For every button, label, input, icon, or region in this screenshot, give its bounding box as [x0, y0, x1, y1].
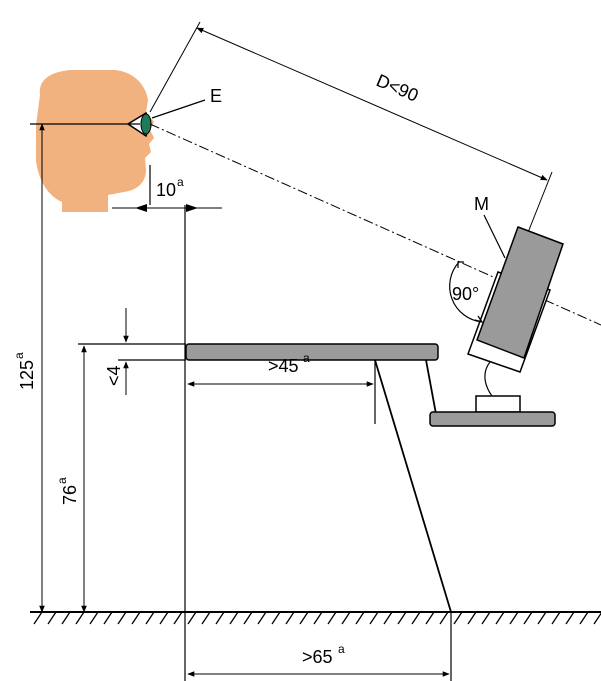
- floor-hatch-mark: [159, 611, 169, 625]
- knee-depth-dimension: >45 a: [187, 351, 376, 424]
- floor-hatch-mark: [369, 611, 379, 625]
- floor-hatch-mark: [313, 611, 323, 625]
- monitor-leader-line: [483, 214, 506, 259]
- desk: [185, 343, 556, 613]
- knee-depth-label: >45: [268, 356, 299, 376]
- head-silhouette: [36, 70, 154, 212]
- monitor-label: M: [474, 194, 489, 214]
- floor-hatch-mark: [481, 611, 491, 625]
- floor-hatch-mark: [509, 611, 519, 625]
- floor-hatch-mark: [187, 611, 197, 625]
- floor-hatch-mark: [537, 611, 547, 625]
- angle-label: 90°: [452, 284, 479, 304]
- floor: [30, 611, 601, 625]
- floor-hatch-mark: [467, 611, 477, 625]
- floor-hatch-mark: [439, 611, 449, 625]
- right-angle-marker: 90°: [449, 261, 484, 324]
- distance-label: D<90: [373, 70, 421, 105]
- floor-hatch-mark: [257, 611, 267, 625]
- floor-hatch-mark: [495, 611, 505, 625]
- knee-depth-superscript: a: [303, 351, 310, 365]
- floor-hatch-mark: [565, 611, 575, 625]
- foot-depth-dimension: >65 a: [187, 612, 452, 681]
- eye-height-dimension: 125 a: [12, 123, 45, 613]
- floor-hatch-mark: [173, 611, 183, 625]
- head-offset-dimension: 10 a: [112, 165, 222, 212]
- floor-hatch-mark: [453, 611, 463, 625]
- monitor-icon: [467, 226, 564, 413]
- desk-thickness-label: <4: [104, 365, 124, 386]
- floor-hatch-mark: [285, 611, 295, 625]
- floor-hatch-mark: [271, 611, 281, 625]
- desk-height-superscript: a: [55, 477, 69, 484]
- foot-depth-superscript: a: [338, 642, 345, 656]
- floor-hatch-mark: [47, 611, 57, 625]
- foot-depth-label: >65: [302, 647, 333, 667]
- desk-height-dimension: 76 a: [55, 343, 186, 613]
- desk-top: [185, 343, 439, 361]
- monitor-shelf: [429, 411, 556, 427]
- floor-hatch-mark: [383, 611, 393, 625]
- floor-hatch-mark: [397, 611, 407, 625]
- floor-hatch-mark: [89, 611, 99, 625]
- floor-hatch-mark: [131, 611, 141, 625]
- floor-hatch-mark: [355, 611, 365, 625]
- floor-hatch-mark: [117, 611, 127, 625]
- floor-hatch-mark: [145, 611, 155, 625]
- eye-leader-line: [151, 99, 206, 119]
- head-offset-superscript: a: [177, 175, 184, 189]
- floor-hatch-mark: [215, 611, 225, 625]
- eye-height-superscript: a: [12, 352, 26, 359]
- floor-hatch-mark: [61, 611, 71, 625]
- floor-hatch-mark: [75, 611, 85, 625]
- floor-hatch-mark: [327, 611, 337, 625]
- floor-hatch-mark: [425, 611, 435, 625]
- head-offset-label: 10: [156, 180, 176, 200]
- floor-hatch-mark: [33, 611, 43, 625]
- floor-hatch-mark: [299, 611, 309, 625]
- floor-hatch-mark: [551, 611, 561, 625]
- desk-leg-diagonal: [374, 359, 452, 613]
- floor-hatch-mark: [523, 611, 533, 625]
- floor-hatch-mark: [201, 611, 211, 625]
- eye-height-label: 125: [17, 360, 37, 390]
- desk-thickness-dimension: <4: [104, 308, 186, 395]
- viewing-distance-dimension: D<90: [149, 21, 553, 241]
- floor-hatch-mark: [341, 611, 351, 625]
- desk-height-label: 76: [60, 485, 80, 505]
- floor-hatch-mark: [103, 611, 113, 625]
- floor-hatch-mark: [579, 611, 589, 625]
- floor-hatch-mark: [243, 611, 253, 625]
- floor-hatch-mark: [229, 611, 239, 625]
- desk-leg-rear: [425, 359, 437, 415]
- eye-label: E: [210, 86, 222, 106]
- floor-hatch-mark: [593, 612, 601, 625]
- floor-hatch-mark: [411, 611, 421, 625]
